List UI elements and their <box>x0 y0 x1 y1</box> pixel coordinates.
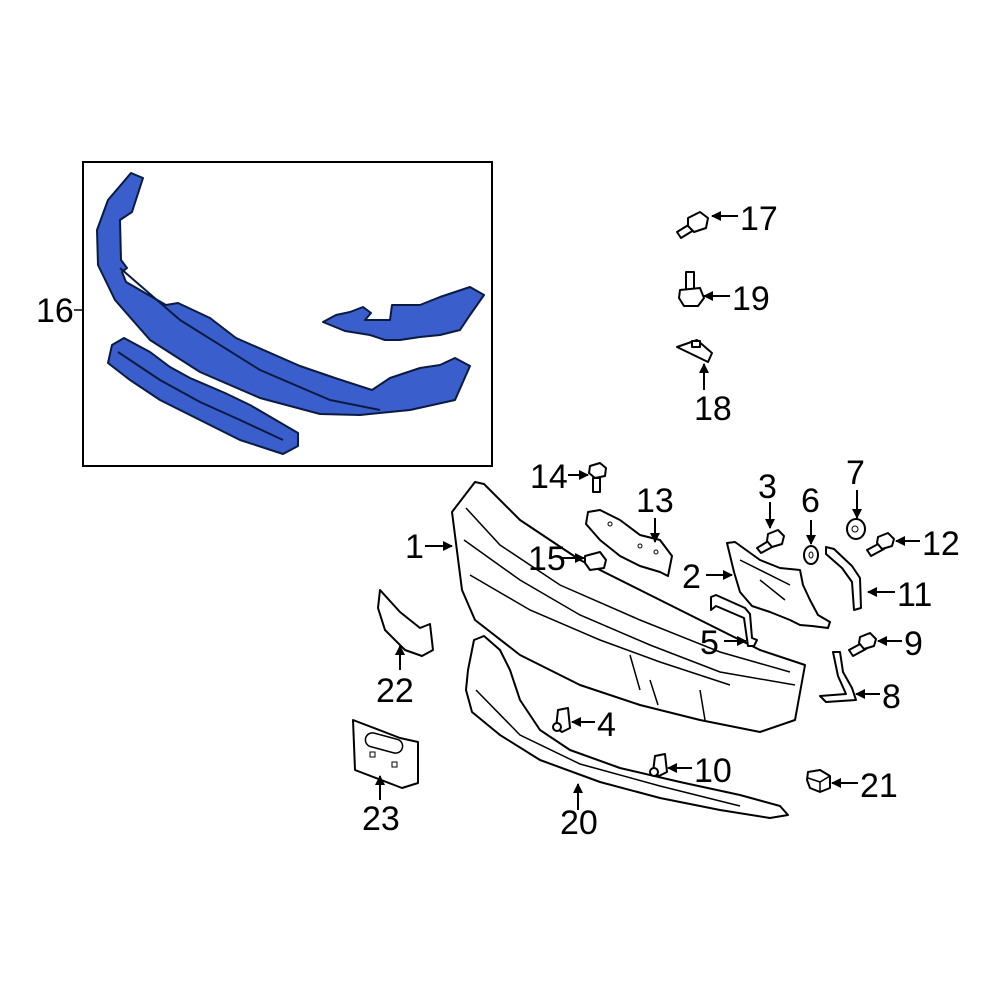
callout-4: 4 <box>597 706 616 744</box>
callout-19: 19 <box>732 280 770 318</box>
callout-6: 6 <box>801 482 820 520</box>
part-12-bolt[interactable] <box>866 532 895 557</box>
part-3-bolt[interactable] <box>756 529 785 554</box>
part-22-cover[interactable] <box>377 589 434 657</box>
callout-3: 3 <box>758 468 777 506</box>
part-23-plate-bracket[interactable] <box>352 719 419 789</box>
callout-18: 18 <box>694 390 732 428</box>
callout-1: 1 <box>405 528 424 566</box>
part-6-washer[interactable] <box>803 545 819 565</box>
part-19-bolt[interactable] <box>678 271 705 307</box>
part-2-bracket[interactable] <box>726 541 831 629</box>
part-13-bracket[interactable] <box>585 509 673 577</box>
part-11-strap[interactable] <box>825 546 862 611</box>
callout-15: 15 <box>528 540 566 578</box>
callout-20: 20 <box>560 804 598 842</box>
callout-13: 13 <box>636 482 674 520</box>
highlighted-part-lower-strip[interactable] <box>107 337 299 455</box>
callout-8: 8 <box>882 678 901 716</box>
highlighted-part-upper-absorber[interactable] <box>96 172 471 416</box>
callout-7: 7 <box>846 454 865 492</box>
callout-9: 9 <box>904 625 923 663</box>
callout-11: 11 <box>897 576 932 614</box>
callout-12: 12 <box>922 525 960 563</box>
callout-5: 5 <box>700 624 719 662</box>
callout-14: 14 <box>530 458 568 496</box>
callout-21: 21 <box>860 767 898 805</box>
highlighted-part-side-bracket[interactable] <box>322 286 485 341</box>
part-20-valance[interactable] <box>465 635 789 819</box>
part-18-clip[interactable] <box>676 339 713 363</box>
part-9-bolt[interactable] <box>848 632 877 657</box>
callout-10: 10 <box>694 752 732 790</box>
part-15-clip[interactable] <box>584 551 607 571</box>
callout-16: 16 <box>36 292 74 330</box>
part-4-clip[interactable] <box>552 707 571 733</box>
callout-22: 22 <box>376 672 414 710</box>
part-7-nut[interactable] <box>846 518 866 540</box>
part-17-bolt[interactable] <box>676 211 709 239</box>
callout-2: 2 <box>682 558 701 596</box>
part-8-strap[interactable] <box>819 651 857 703</box>
part-5-strap[interactable] <box>710 594 758 647</box>
part-14-bolt[interactable] <box>588 462 607 493</box>
callout-23: 23 <box>362 800 400 838</box>
part-10-clip[interactable] <box>649 753 668 777</box>
part-1-bumper[interactable] <box>451 481 806 733</box>
part-21-clip[interactable] <box>806 769 831 793</box>
callout-17: 17 <box>740 200 778 238</box>
